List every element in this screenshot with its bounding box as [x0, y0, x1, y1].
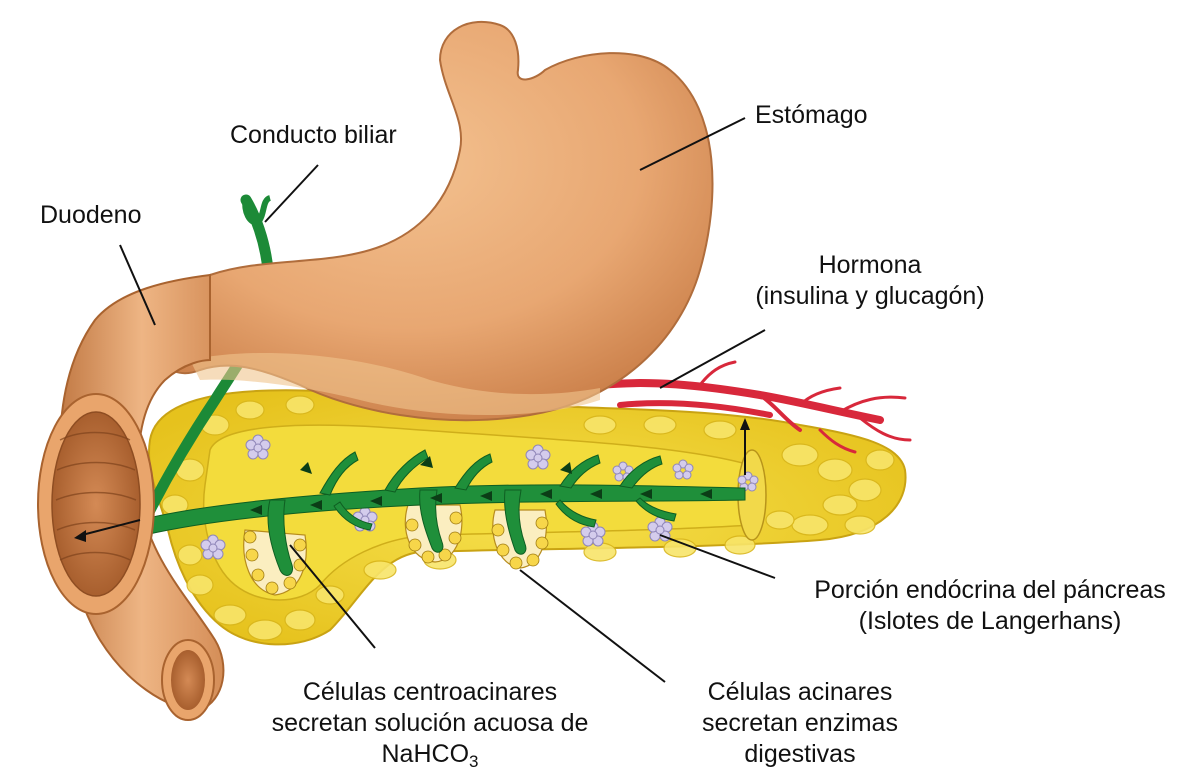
label-hormone-line1: Hormona	[755, 250, 985, 281]
formula-subscript: 3	[469, 752, 478, 771]
label-hormone-line2: (insulina y glucagón)	[755, 281, 985, 312]
label-hormone: Hormona (insulina y glucagón)	[755, 250, 985, 312]
label-endocrine-line2: (Islotes de Langerhans)	[790, 606, 1190, 637]
stomach	[157, 22, 712, 420]
label-endocrine: Porción endócrina del páncreas (Islotes …	[790, 575, 1190, 637]
label-centroacinar: Células centroacinares secretan solución…	[240, 677, 620, 770]
label-endocrine-line1: Porción endócrina del páncreas	[790, 575, 1190, 606]
label-acinar-line2: secretan enzimas	[690, 708, 910, 739]
label-duodenum: Duodeno	[40, 200, 141, 231]
label-bile-duct: Conducto biliar	[230, 120, 397, 151]
label-acinar: Células acinares secretan enzimas digest…	[690, 677, 910, 770]
label-centroacinar-formula: NaHCO3	[240, 739, 620, 770]
label-acinar-line3: digestivas	[690, 739, 910, 770]
label-centroacinar-line2: secretan solución acuosa de	[240, 708, 620, 739]
formula-main: NaHCO	[382, 740, 470, 768]
label-acinar-line1: Células acinares	[690, 677, 910, 708]
label-stomach: Estómago	[755, 100, 868, 131]
label-centroacinar-line1: Células centroacinares	[240, 677, 620, 708]
